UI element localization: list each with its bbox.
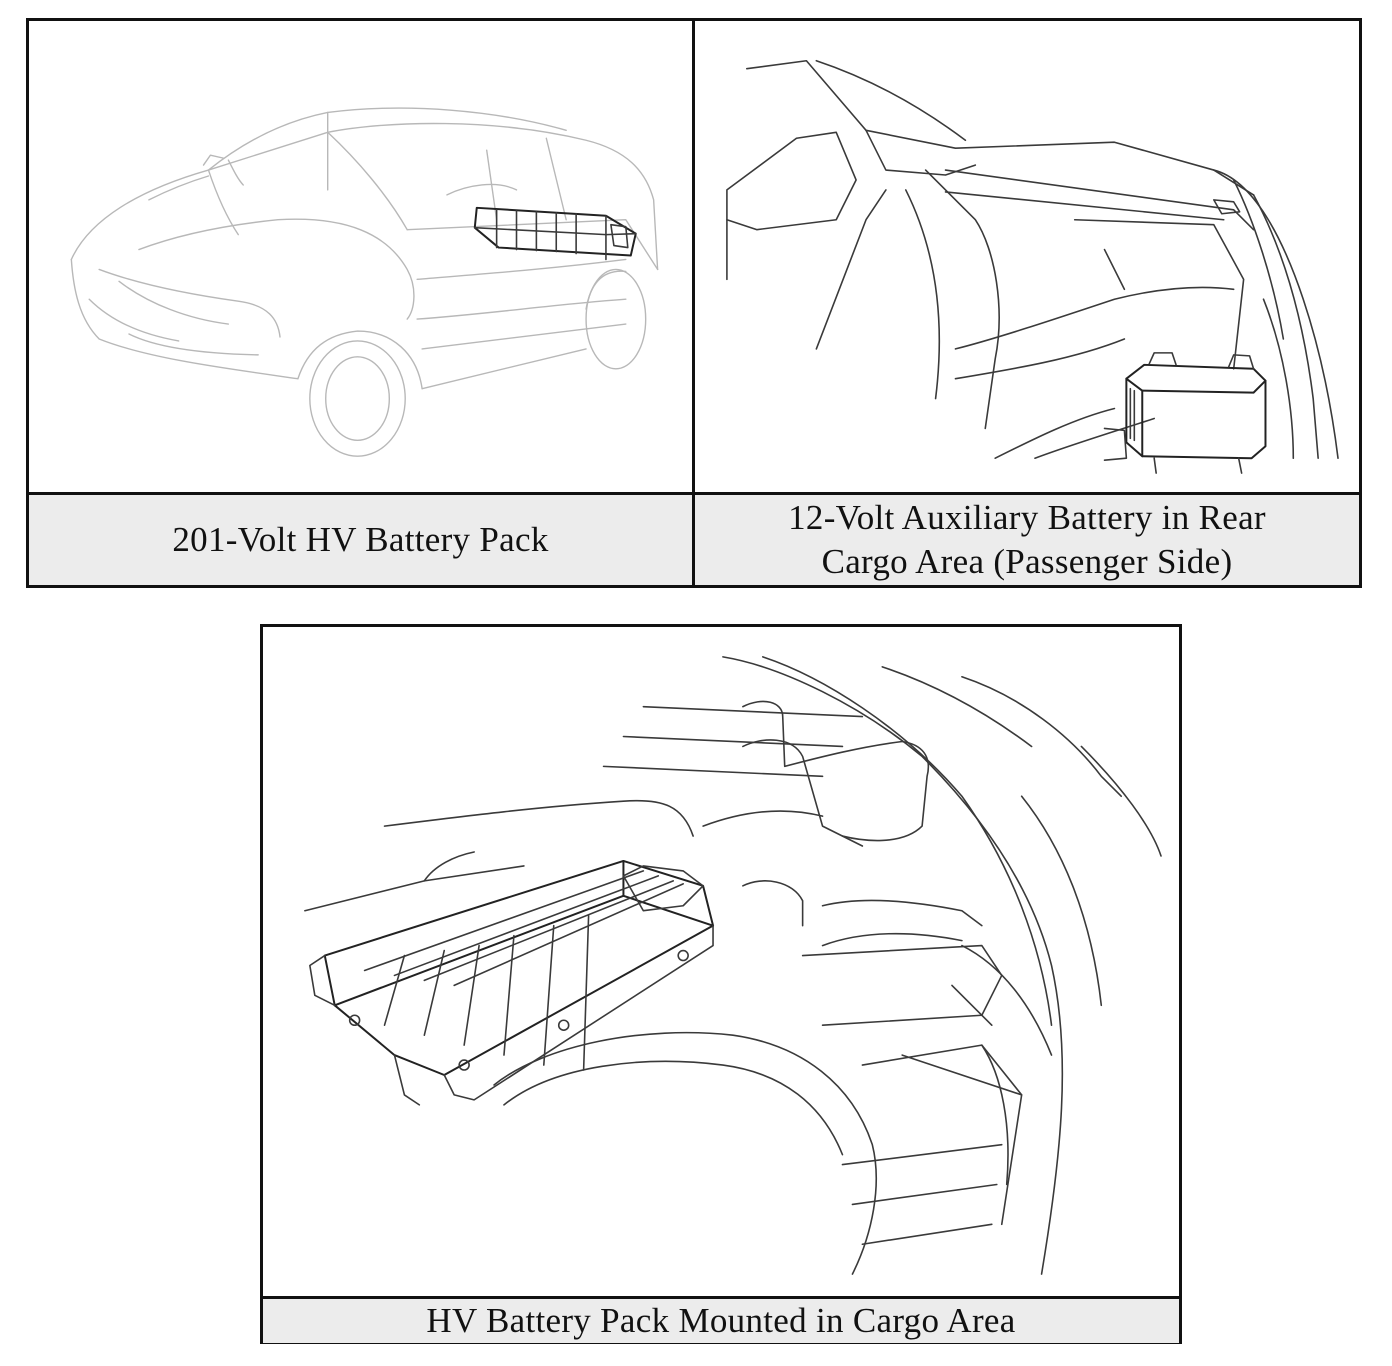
hv-battery-car-illustration	[29, 21, 695, 495]
hv-battery-caption-text: 201-Volt HV Battery Pack	[172, 520, 549, 559]
aux-battery-illustration	[695, 21, 1359, 495]
cargo-mount-illustration	[263, 627, 1179, 1299]
top-figure-table: 201-Volt HV Battery Pack 12-Volt Auxilia…	[26, 18, 1362, 588]
cargo-mount-caption: HV Battery Pack Mounted in Cargo Area	[263, 1299, 1179, 1343]
aux-battery-caption-text: 12-Volt Auxiliary Battery in Rear Cargo …	[788, 496, 1266, 584]
aux-battery-caption: 12-Volt Auxiliary Battery in Rear Cargo …	[695, 495, 1359, 585]
aux-battery-caption-line2: Cargo Area (Passenger Side)	[821, 542, 1233, 581]
cargo-mount-caption-text: HV Battery Pack Mounted in Cargo Area	[426, 1301, 1016, 1340]
bottom-figure-table: HV Battery Pack Mounted in Cargo Area	[260, 624, 1182, 1344]
car-battery-location-icon	[70, 107, 659, 457]
hv-battery-caption: 201-Volt HV Battery Pack	[29, 495, 695, 585]
battery-pack-cargo-icon	[304, 656, 1162, 1275]
aux-battery-caption-line1: 12-Volt Auxiliary Battery in Rear	[788, 498, 1266, 537]
auxiliary-battery-icon	[726, 59, 1339, 474]
